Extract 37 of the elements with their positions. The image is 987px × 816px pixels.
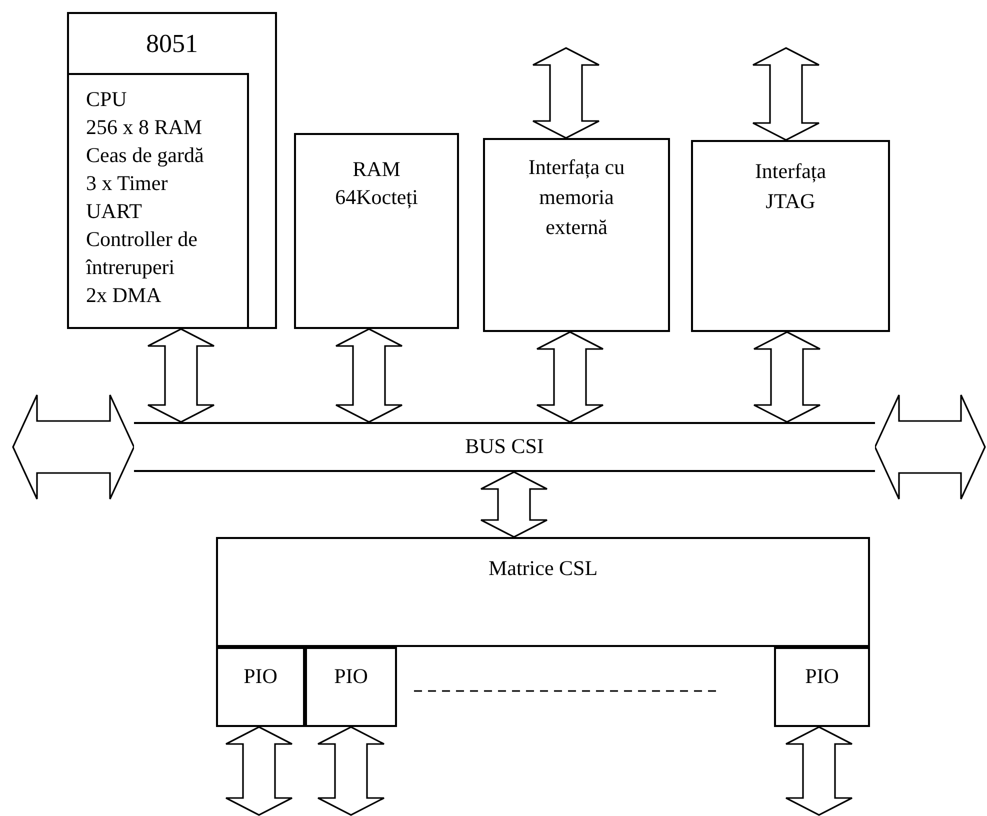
block-arrow (12, 394, 135, 500)
node-label: CPU (86, 86, 128, 113)
block-arrow (225, 726, 293, 816)
node-label: Matrice CSL (487, 555, 599, 582)
block-arrow (753, 331, 821, 423)
node-label: 3 x Timer (86, 170, 169, 197)
block-arrow (785, 726, 853, 816)
node-label: PIO (333, 663, 369, 690)
interface-box (483, 138, 670, 332)
node-label: Interfața cu memoria externă (527, 154, 626, 241)
node-label: PIO (242, 663, 278, 690)
block-arrow (147, 328, 215, 423)
block-arrow (536, 331, 604, 423)
node-label: Ceas de gardă (86, 142, 205, 169)
node-label: Interfața JTAG (754, 158, 828, 215)
block-arrow (317, 726, 385, 816)
node-label: RAM 64Kocteți (334, 156, 419, 211)
node-label: 256 x 8 RAM (86, 114, 204, 141)
block-arrow (335, 328, 403, 423)
io-port-box (305, 647, 397, 727)
block-arrow (874, 394, 986, 500)
node-label: 2x DMA (86, 282, 162, 309)
interface-box (691, 140, 890, 332)
node-label: BUS CSI (465, 433, 544, 460)
io-port-box (216, 647, 305, 727)
io-port-box (774, 647, 870, 727)
block-arrow (532, 47, 600, 139)
node-label: UART (86, 198, 143, 225)
memory-box (294, 133, 459, 329)
feature-box (67, 73, 249, 329)
chip-box (67, 12, 277, 329)
matrix-box (216, 537, 870, 647)
block-arrow (752, 47, 820, 141)
block-arrow (480, 471, 548, 538)
node-label: 8051 (145, 28, 199, 60)
node-label: PIO (804, 663, 840, 690)
node-label: Controller de întreruperi (86, 226, 198, 281)
